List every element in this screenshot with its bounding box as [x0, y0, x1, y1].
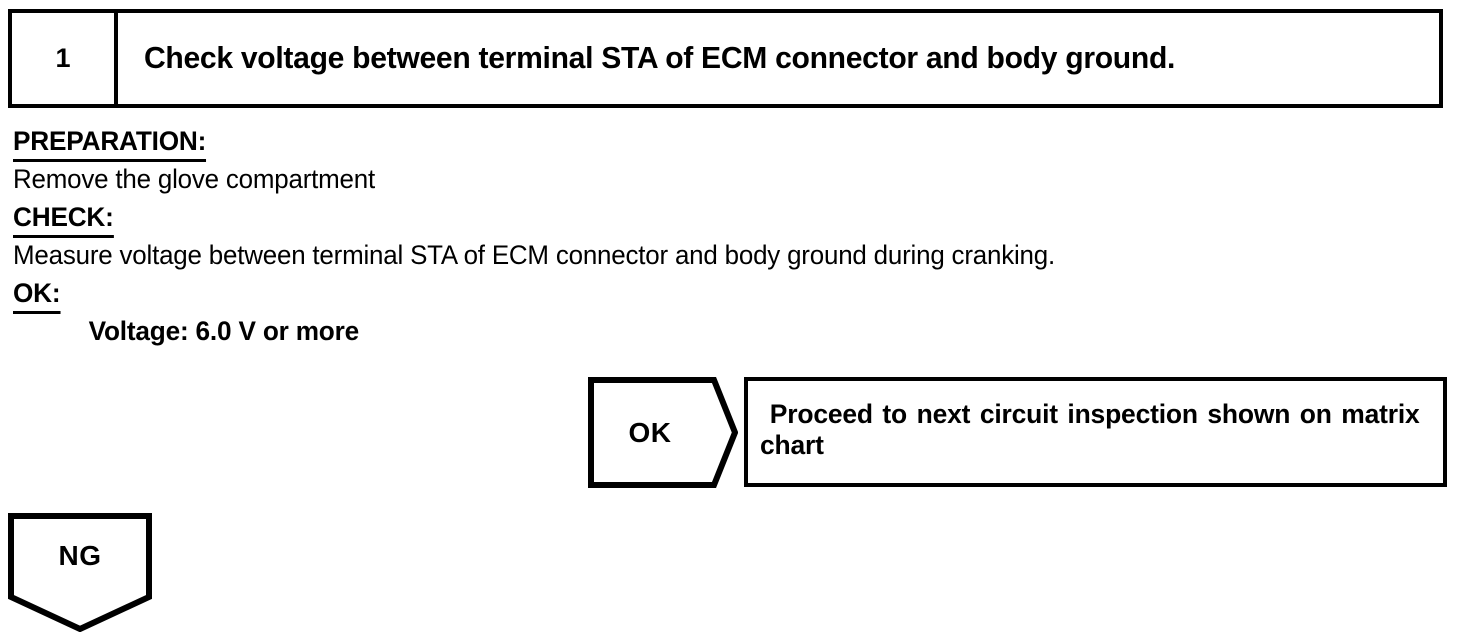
step-body: PREPARATION: Remove the glove compartmen…	[13, 124, 1433, 354]
preparation-label-row: PREPARATION:	[13, 124, 1433, 162]
ok-branch-flag: OK	[588, 377, 738, 488]
ng-flag-label: NG	[58, 540, 102, 571]
ok-label-row: OK:	[13, 276, 1433, 314]
ok-flag-label: OK	[628, 416, 672, 448]
preparation-text: Remove the glove compartment	[13, 164, 376, 194]
ok-flag-shape	[588, 377, 738, 488]
preparation-label: PREPARATION:	[13, 124, 206, 162]
step-number: 1	[55, 43, 71, 73]
ng-flag-shape	[8, 513, 152, 632]
step-title-cell: Check voltage between terminal STA of EC…	[118, 13, 1439, 104]
step-title: Check voltage between terminal STA of EC…	[144, 40, 1176, 76]
ok-result-box: Proceed to next circuit inspection shown…	[744, 377, 1447, 487]
ok-result-text: Proceed to next circuit inspection shown…	[760, 399, 1420, 460]
check-label: CHECK:	[13, 200, 114, 238]
check-label-row: CHECK:	[13, 200, 1433, 238]
ok-label: OK:	[13, 276, 61, 314]
check-text: Measure voltage between terminal STA of …	[13, 240, 1056, 270]
step-number-cell: 1	[12, 13, 118, 104]
ok-criteria-text: Voltage: 6.0 V or more	[88, 316, 360, 346]
step-header-box: 1 Check voltage between terminal STA of …	[8, 9, 1443, 108]
ng-branch-flag: NG	[8, 513, 152, 632]
